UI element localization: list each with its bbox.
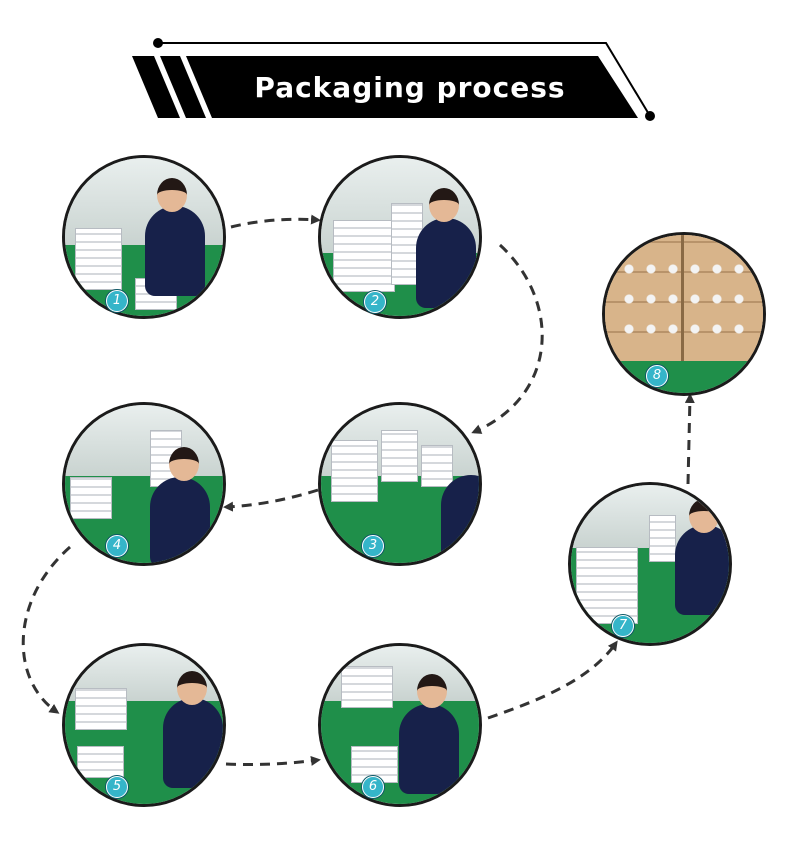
step-6: 6	[318, 643, 482, 807]
step-number-badge: 6	[362, 776, 384, 798]
arrow-2-to-3	[471, 243, 544, 434]
step-1: 1	[62, 155, 226, 319]
step-3: 3	[318, 402, 482, 566]
step-number-badge: 1	[106, 290, 128, 312]
arrow-5-to-6	[225, 755, 321, 766]
arrow-7-to-8	[684, 393, 695, 485]
step-8: 8	[602, 232, 766, 396]
step-photo	[602, 232, 766, 396]
step-number-badge: 4	[106, 535, 128, 557]
step-photo	[568, 482, 732, 646]
step-photo	[62, 402, 226, 566]
arrow-1-to-2	[230, 214, 321, 229]
step-photo	[318, 402, 482, 566]
step-number-badge: 5	[106, 776, 128, 798]
step-number-badge: 3	[362, 535, 384, 557]
arrow-4-to-5	[21, 545, 71, 714]
step-photo	[318, 155, 482, 319]
step-4: 4	[62, 402, 226, 566]
step-photo	[62, 155, 226, 319]
page-title: Packaging process	[254, 71, 566, 104]
arrow-6-to-7	[487, 640, 618, 720]
step-photo	[318, 643, 482, 807]
title-banner	[132, 38, 655, 121]
arrow-3-to-4	[223, 488, 319, 512]
step-number-badge: 7	[612, 615, 634, 637]
step-number-badge: 2	[364, 291, 386, 313]
step-7: 7	[568, 482, 732, 646]
step-2: 2	[318, 155, 482, 319]
step-photo	[62, 643, 226, 807]
step-5: 5	[62, 643, 226, 807]
step-number-badge: 8	[646, 365, 668, 387]
